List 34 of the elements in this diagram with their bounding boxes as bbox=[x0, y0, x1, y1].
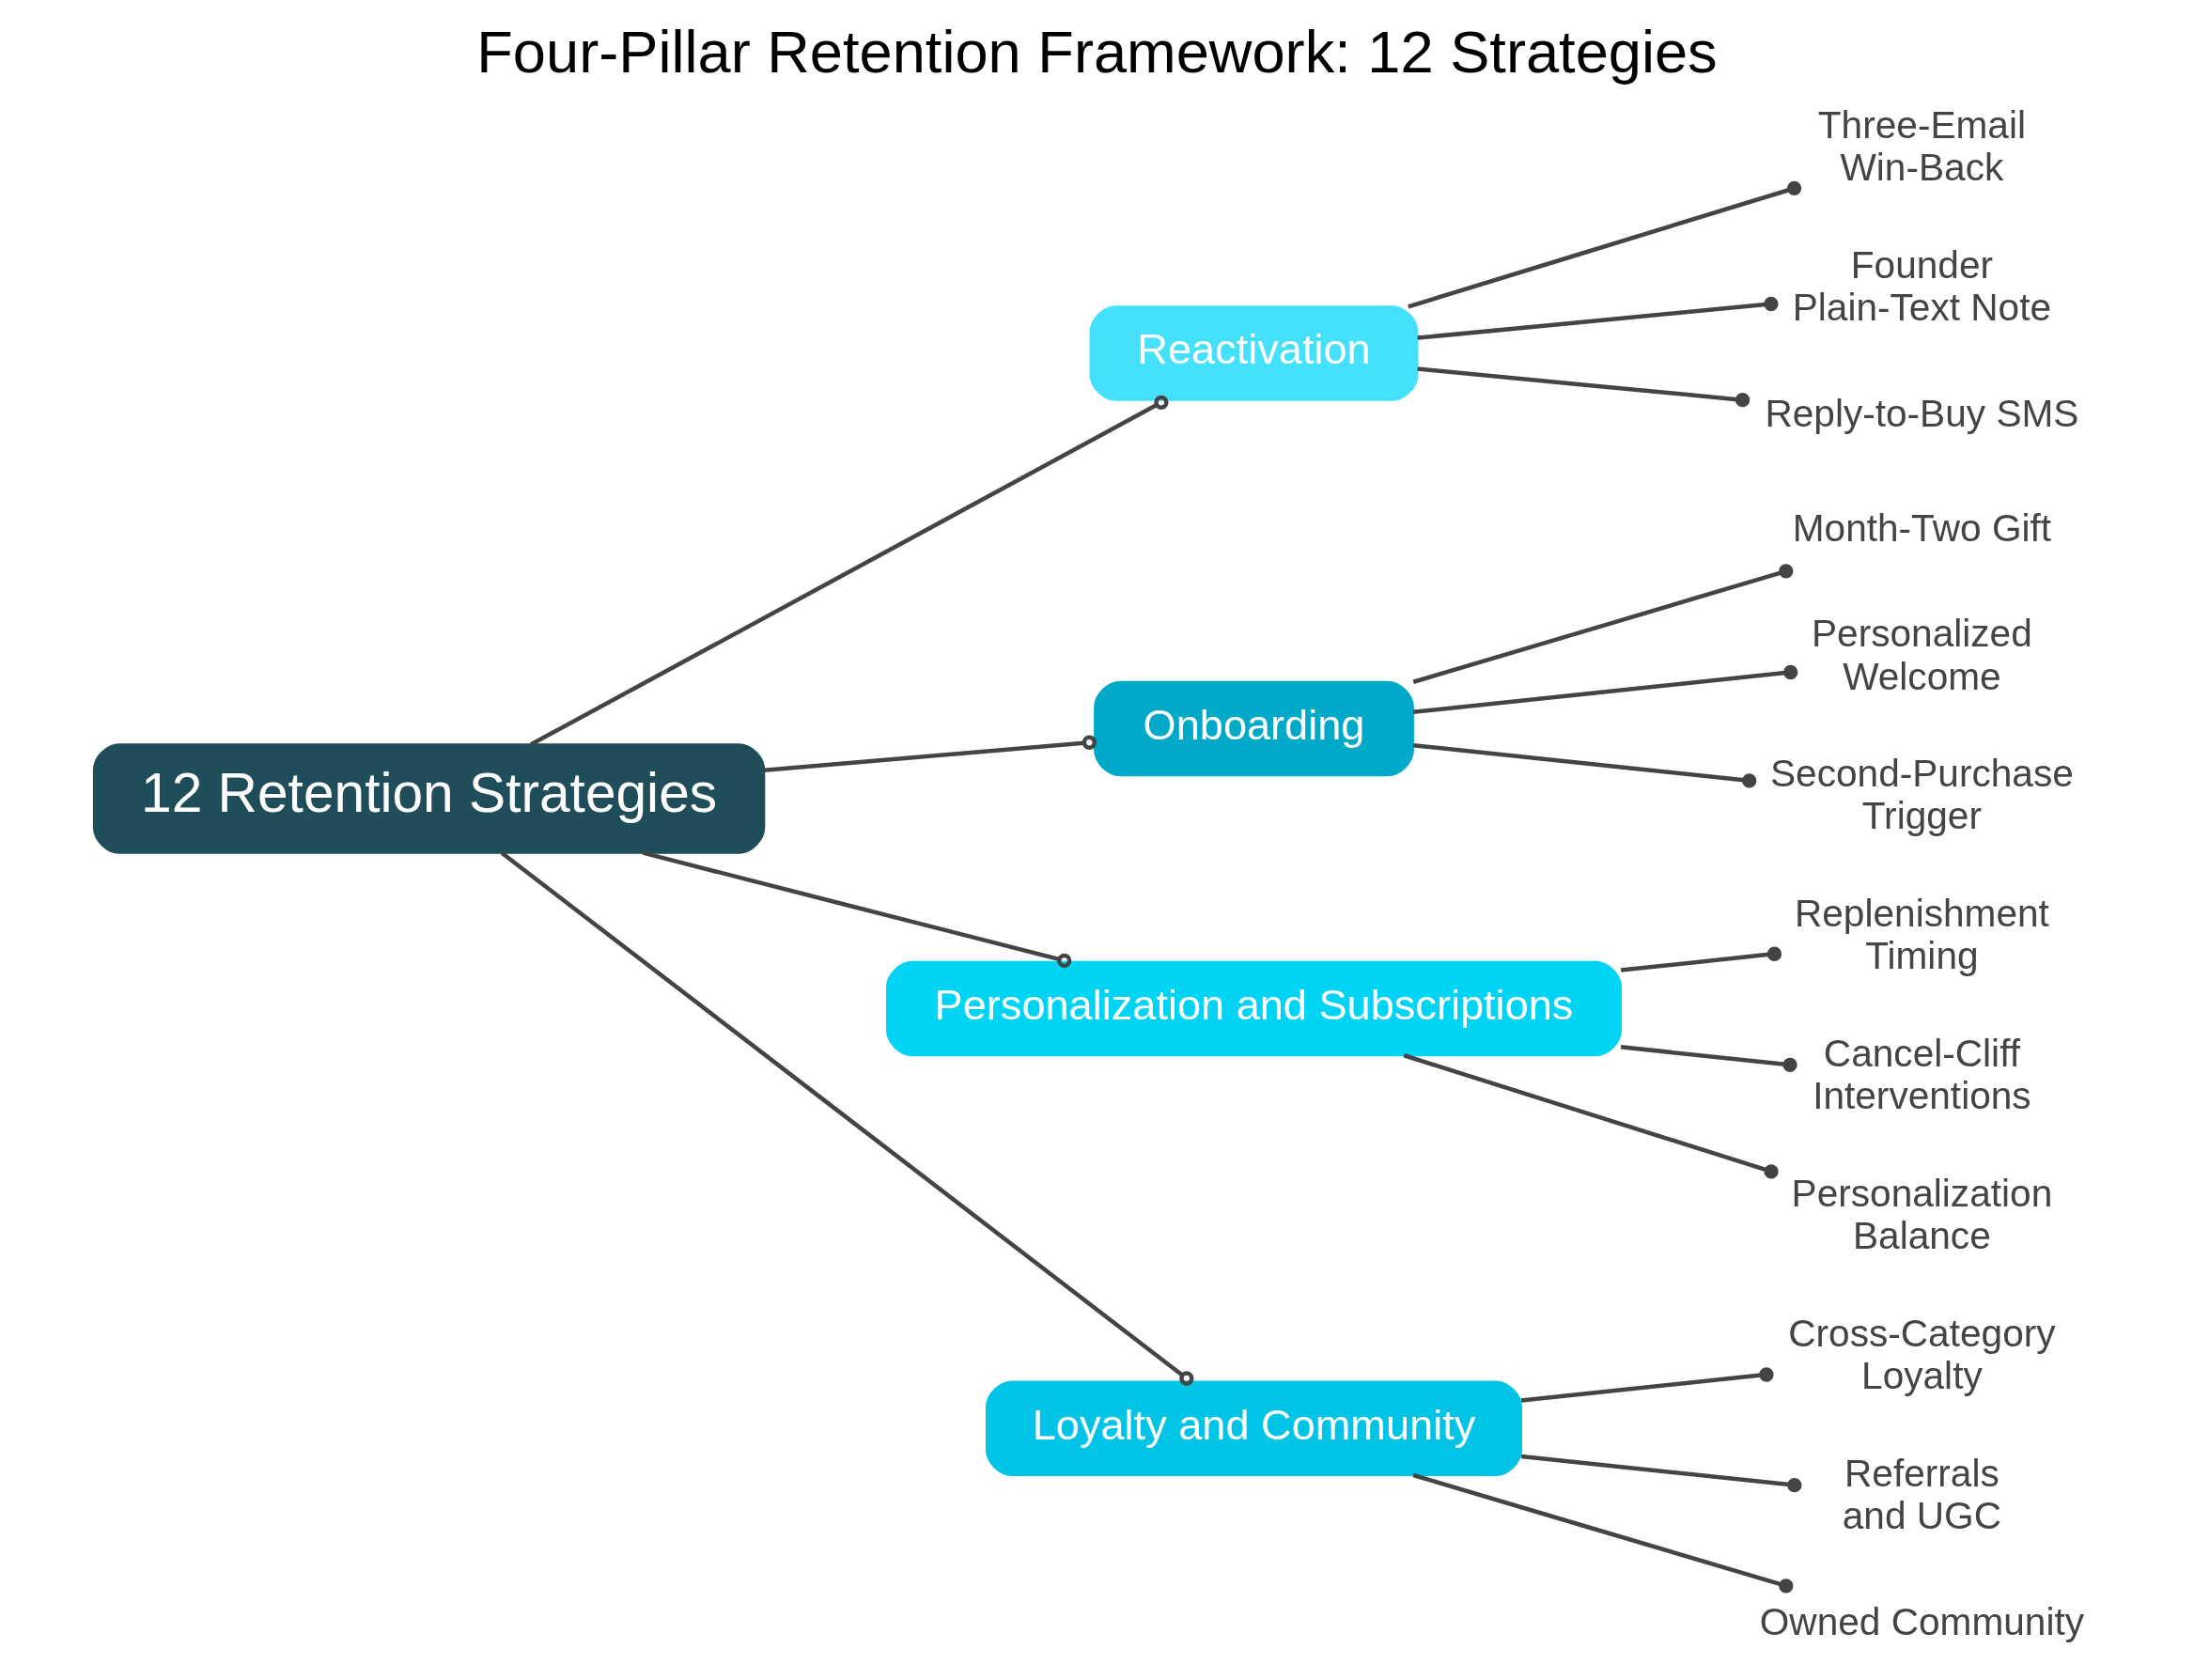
connector bbox=[1412, 664, 1798, 715]
connector bbox=[1412, 742, 1757, 788]
node-text: Cancel-Cliff Interventions bbox=[1813, 1032, 2031, 1118]
node-box: Loyalty and Community bbox=[986, 1380, 1522, 1477]
connector bbox=[1412, 1472, 1794, 1594]
node-text: Month-Two Gift bbox=[1792, 506, 2052, 550]
connector bbox=[1520, 1454, 1802, 1493]
node-box: Onboarding bbox=[1094, 680, 1414, 777]
connector bbox=[500, 850, 1194, 1386]
node-text: Founder Plain-Text Note bbox=[1792, 242, 2052, 329]
connector bbox=[1620, 1045, 1797, 1072]
diagram-title: Four-Pillar Retention Framework: 12 Strategies bbox=[476, 18, 1718, 85]
connector bbox=[1417, 296, 1779, 340]
node-text: Three-Email Win-Back bbox=[1817, 102, 2026, 189]
connector bbox=[1403, 1053, 1779, 1179]
node-text: Second-Purchase Trigger bbox=[1769, 752, 2074, 838]
connector bbox=[1520, 1367, 1774, 1403]
connector bbox=[764, 735, 1097, 772]
connector bbox=[530, 395, 1169, 747]
node-text: Personalization Balance bbox=[1791, 1172, 2053, 1258]
node-text: Personalized Welcome bbox=[1812, 612, 2032, 698]
node-text: Cross-Category Loyalty bbox=[1788, 1312, 2056, 1398]
node-text: Replenishment Timing bbox=[1794, 892, 2049, 978]
node-text: Owned Community bbox=[1759, 1600, 2085, 1644]
connector bbox=[1620, 946, 1782, 972]
connector bbox=[1417, 366, 1751, 408]
node-box: 12 Retention Strategies bbox=[92, 743, 766, 854]
node-text: Reply-to-Buy SMS bbox=[1765, 391, 2079, 435]
node-box: Reactivation bbox=[1089, 305, 1419, 401]
connector bbox=[642, 850, 1072, 969]
node-box: Personalization and Subscriptions bbox=[885, 960, 1623, 1057]
connector bbox=[1412, 564, 1794, 684]
node-text: Referrals and UGC bbox=[1842, 1452, 2002, 1538]
connector bbox=[1408, 180, 1802, 309]
